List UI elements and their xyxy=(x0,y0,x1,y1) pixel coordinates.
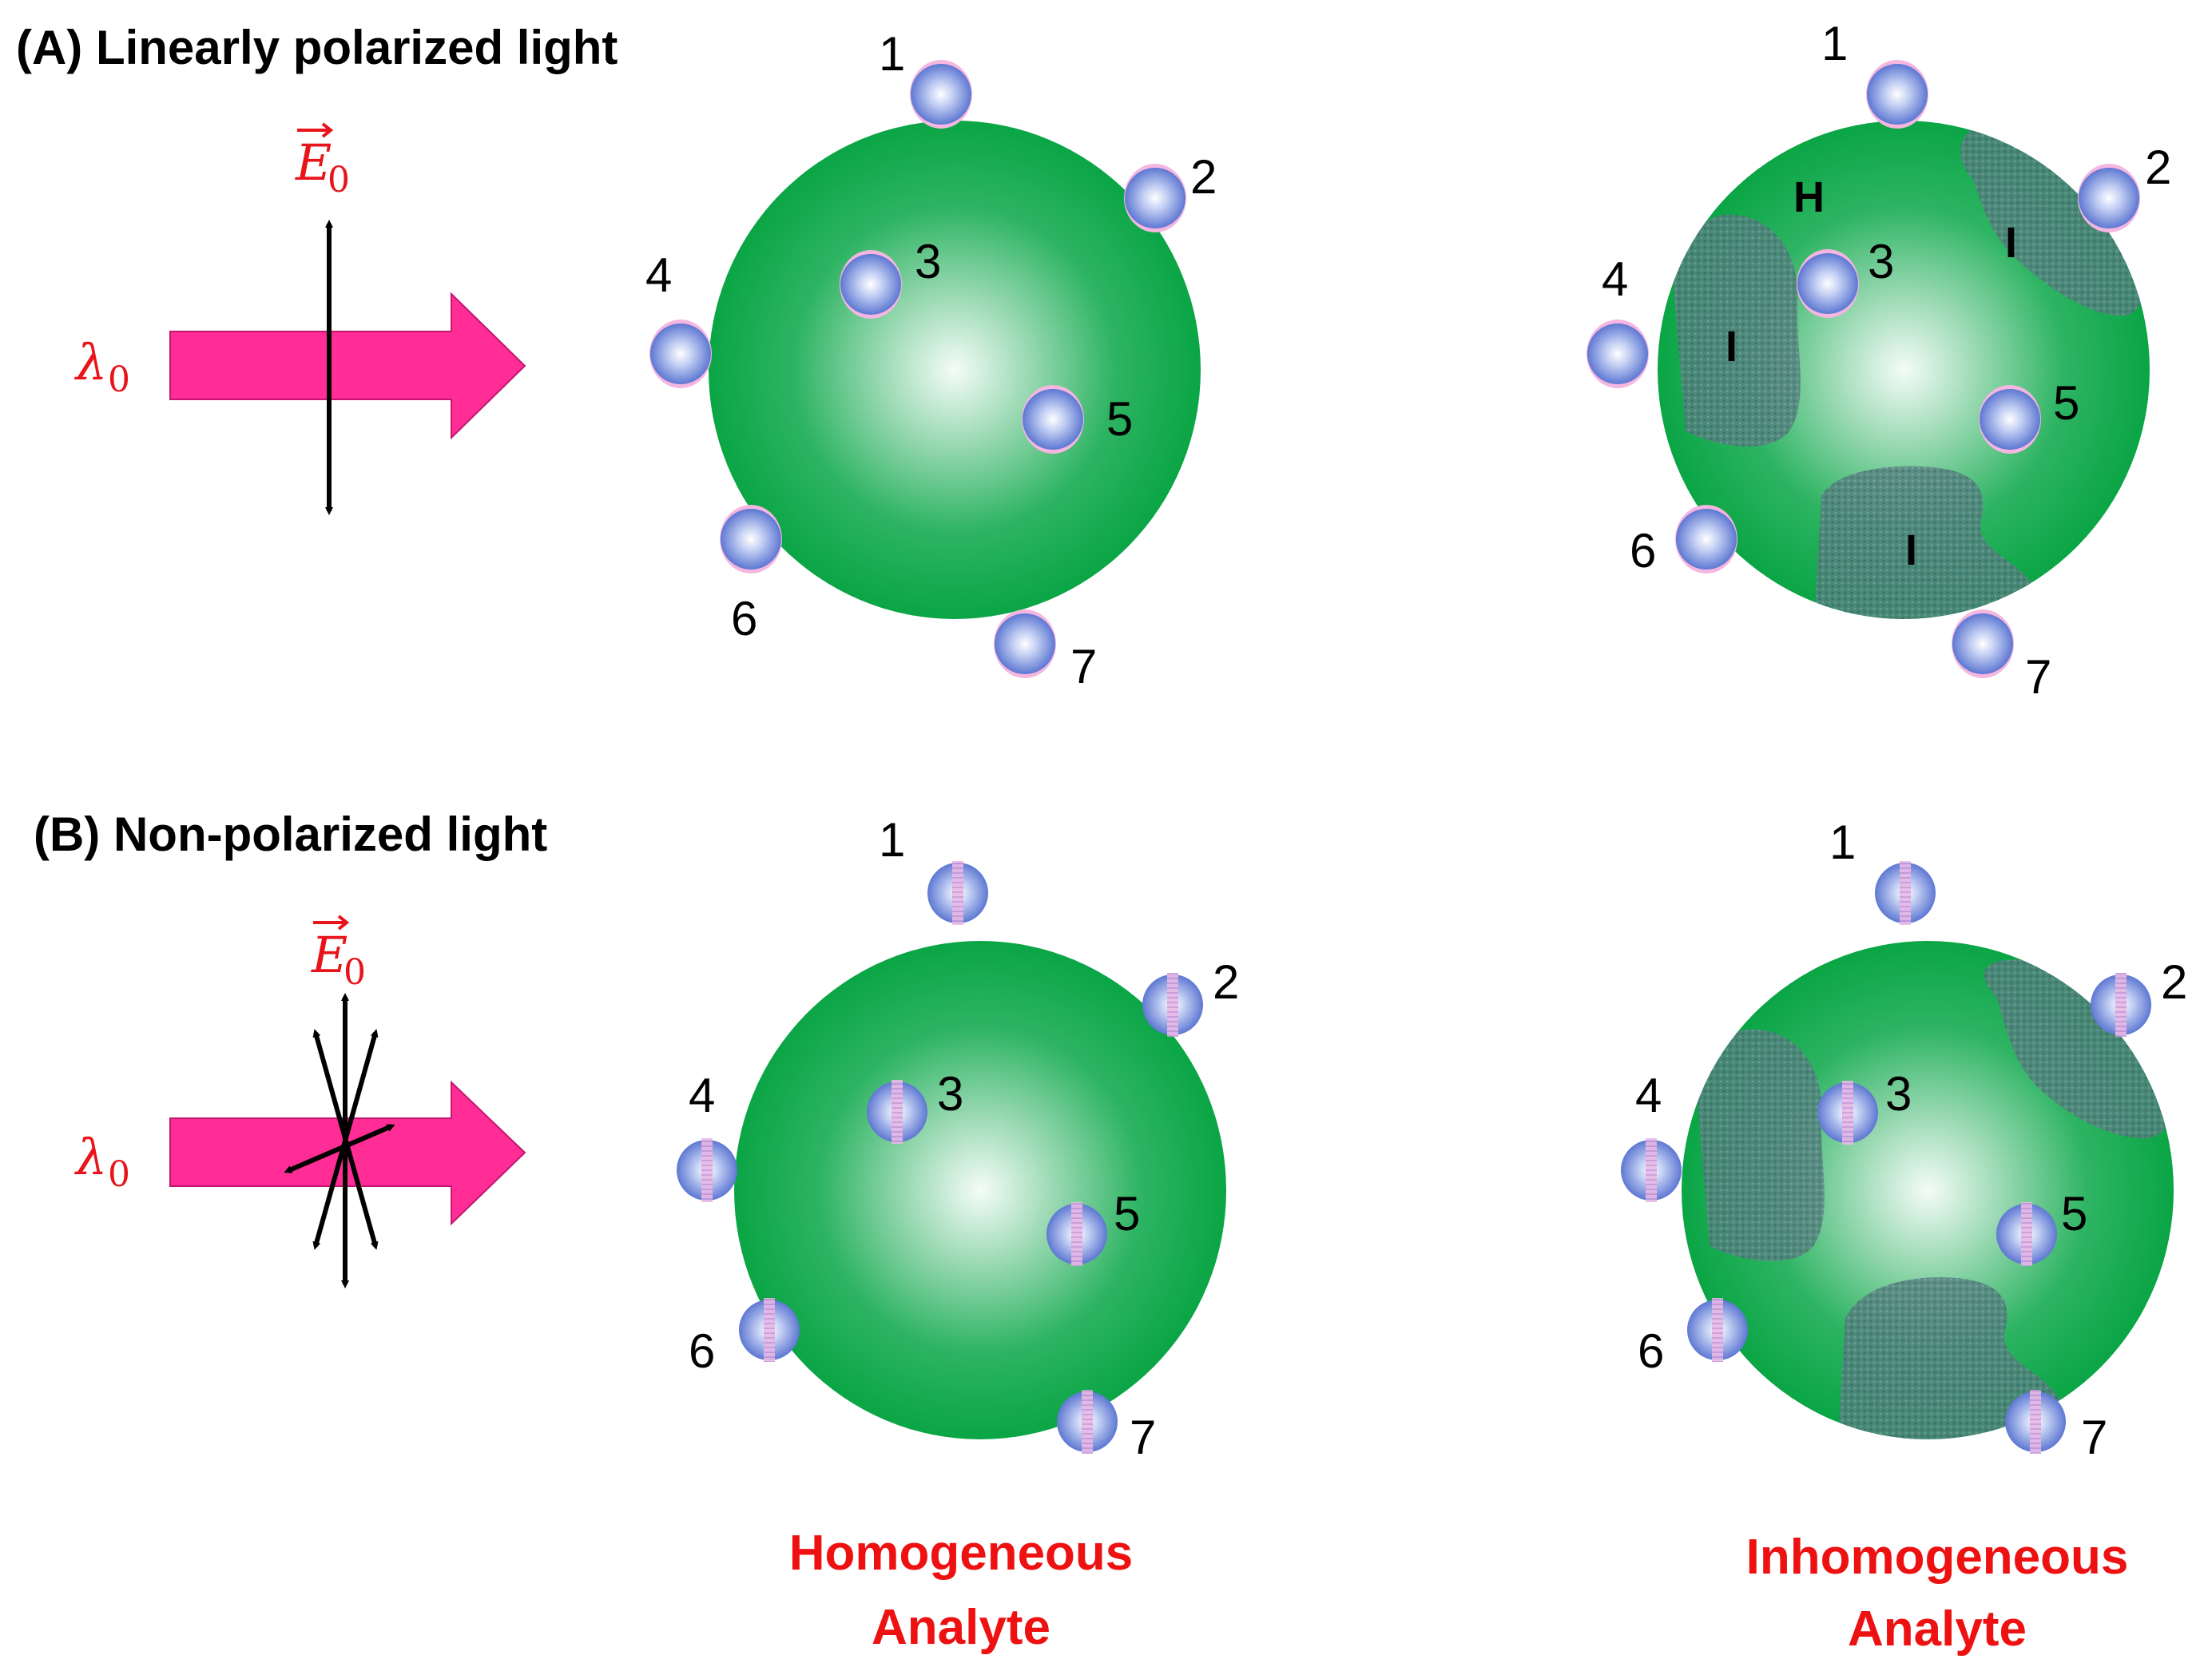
particle-number-label: 7 xyxy=(2081,1411,2107,1464)
wavelength-symbol-a: λ 0 xyxy=(73,333,130,400)
particle-number-label: 5 xyxy=(2061,1187,2087,1240)
particle-number-label: 1 xyxy=(879,813,905,867)
nonpolarized-light-source: E 0 λ 0 xyxy=(73,915,526,1288)
nanoparticle-3 xyxy=(1797,249,1859,318)
particle-number-label: 7 xyxy=(2025,650,2051,704)
wavelength-symbol-b: λ 0 xyxy=(73,1128,130,1195)
nanoparticle-2 xyxy=(1124,164,1186,232)
svg-text:λ: λ xyxy=(73,1128,107,1186)
sphere-inhomogeneous-a: H I I I xyxy=(1658,121,2150,619)
particle-number-label: 3 xyxy=(915,235,941,288)
particle-number-label: 5 xyxy=(2053,376,2079,430)
particle-number-label: 4 xyxy=(1635,1069,1662,1122)
nanoparticle-7 xyxy=(2005,1390,2066,1454)
nanoparticle-5 xyxy=(1996,1202,2057,1266)
inhomogeneous-patch xyxy=(1694,1029,1825,1261)
region-label-homogeneous: H xyxy=(1793,173,1825,221)
particle-number-label: 1 xyxy=(1829,816,1856,869)
svg-text:E: E xyxy=(311,926,347,984)
nanoparticle-5 xyxy=(1979,385,2041,454)
nanoparticle-7 xyxy=(994,609,1056,678)
inhomogeneous-patch xyxy=(1670,214,1801,447)
nanoparticle-7 xyxy=(1952,609,2014,678)
nanoparticle-5 xyxy=(1046,1202,1107,1266)
particle-number-label: 7 xyxy=(1070,640,1097,693)
nanoparticle-7 xyxy=(1057,1390,1118,1454)
light-beam-arrow xyxy=(169,292,526,440)
nanoparticle-4 xyxy=(677,1138,737,1202)
inhomogeneous-patch xyxy=(1984,959,2174,1139)
particle-number-label: 5 xyxy=(1114,1187,1140,1240)
nanoparticle-2 xyxy=(1142,973,1203,1037)
sphere-homogeneous-a xyxy=(709,121,1201,619)
particle-number-label: 5 xyxy=(1106,392,1133,446)
field-symbol-a: E 0 xyxy=(295,122,350,200)
nanoparticle-1 xyxy=(1875,861,1936,925)
nanoparticle-3 xyxy=(840,250,902,319)
field-vector-arrows xyxy=(284,993,395,1288)
svg-text:E: E xyxy=(295,133,332,192)
nanoparticle-1 xyxy=(910,60,972,129)
nanoparticle-4 xyxy=(1587,320,1649,388)
particle-number-label: 6 xyxy=(1630,524,1656,578)
section-a-title: (A) Linearly polarized light xyxy=(16,21,618,74)
nanoparticle-6 xyxy=(1687,1298,1748,1362)
particle-number-label: 2 xyxy=(2145,141,2171,194)
nanoparticle-4 xyxy=(1621,1138,1682,1202)
nanoparticle-5 xyxy=(1022,385,1084,454)
section-b-title: (B) Non-polarized light xyxy=(34,808,547,861)
nanoparticle-1 xyxy=(1866,60,1928,129)
sphere-homogeneous-b xyxy=(734,941,1226,1439)
particle-number-label: 3 xyxy=(1885,1067,1912,1121)
particle-number-label: 2 xyxy=(2161,955,2187,1009)
field-symbol-b: E 0 xyxy=(311,915,366,993)
nanoparticle-6 xyxy=(1675,505,1737,574)
svg-text:0: 0 xyxy=(344,952,366,993)
svg-text:λ: λ xyxy=(73,333,107,391)
particle-number-label: 6 xyxy=(1638,1324,1664,1378)
inhomogeneous-patch xyxy=(1837,1277,2063,1439)
nanoparticle-2 xyxy=(2078,164,2140,232)
particle-number-label: 6 xyxy=(689,1324,715,1378)
svg-text:0: 0 xyxy=(328,160,350,200)
sphere-inhomogeneous-b xyxy=(1682,941,2174,1439)
caption-homogeneous-line1: Homogeneous xyxy=(789,1526,1134,1581)
particle-number-label: 1 xyxy=(1821,17,1848,70)
particle-number-label: 4 xyxy=(645,248,672,302)
particle-number-label: 6 xyxy=(731,592,757,645)
svg-text:0: 0 xyxy=(108,1154,130,1195)
region-label-inhomogeneous: I xyxy=(1905,526,1917,574)
particle-numbers-layer: 1 2 3 4 5 6 7 1 2 3 4 5 6 7 1 2 3 4 5 6 7 1 2 3 4 5 6 7 xyxy=(645,17,2187,1464)
particle-number-label: 3 xyxy=(1868,235,1894,288)
particle-number-label: 3 xyxy=(937,1067,963,1121)
polarized-light-source: E 0 λ 0 xyxy=(73,122,526,515)
region-label-inhomogeneous: I xyxy=(1726,323,1737,371)
inhomogeneous-patch xyxy=(1813,466,2039,619)
nanoparticle-6 xyxy=(739,1298,800,1362)
nanoparticle-1 xyxy=(927,861,988,925)
nanoparticle-2 xyxy=(2091,973,2151,1037)
nanoparticle-3 xyxy=(1817,1081,1878,1145)
nanoparticle-4 xyxy=(649,320,712,388)
particle-number-label: 1 xyxy=(879,27,905,81)
particle-number-label: 2 xyxy=(1213,955,1239,1009)
particle-number-label: 4 xyxy=(689,1069,715,1122)
inhomogeneous-patch xyxy=(1960,121,2150,316)
nanoparticle-6 xyxy=(720,505,782,574)
particle-number-label: 4 xyxy=(1602,252,1628,306)
svg-text:0: 0 xyxy=(108,359,130,400)
nanoparticle-3 xyxy=(867,1080,927,1144)
particle-number-label: 7 xyxy=(1130,1411,1156,1464)
caption-homogeneous-line2: Analyte xyxy=(872,1600,1050,1655)
particle-number-label: 2 xyxy=(1190,150,1217,204)
particles-layer xyxy=(649,60,2151,1454)
caption-inhomogeneous-line2: Analyte xyxy=(1848,1602,2027,1657)
caption-inhomogeneous-line1: Inhomogeneous xyxy=(1746,1530,2129,1585)
region-label-inhomogeneous: I xyxy=(2005,219,2017,267)
